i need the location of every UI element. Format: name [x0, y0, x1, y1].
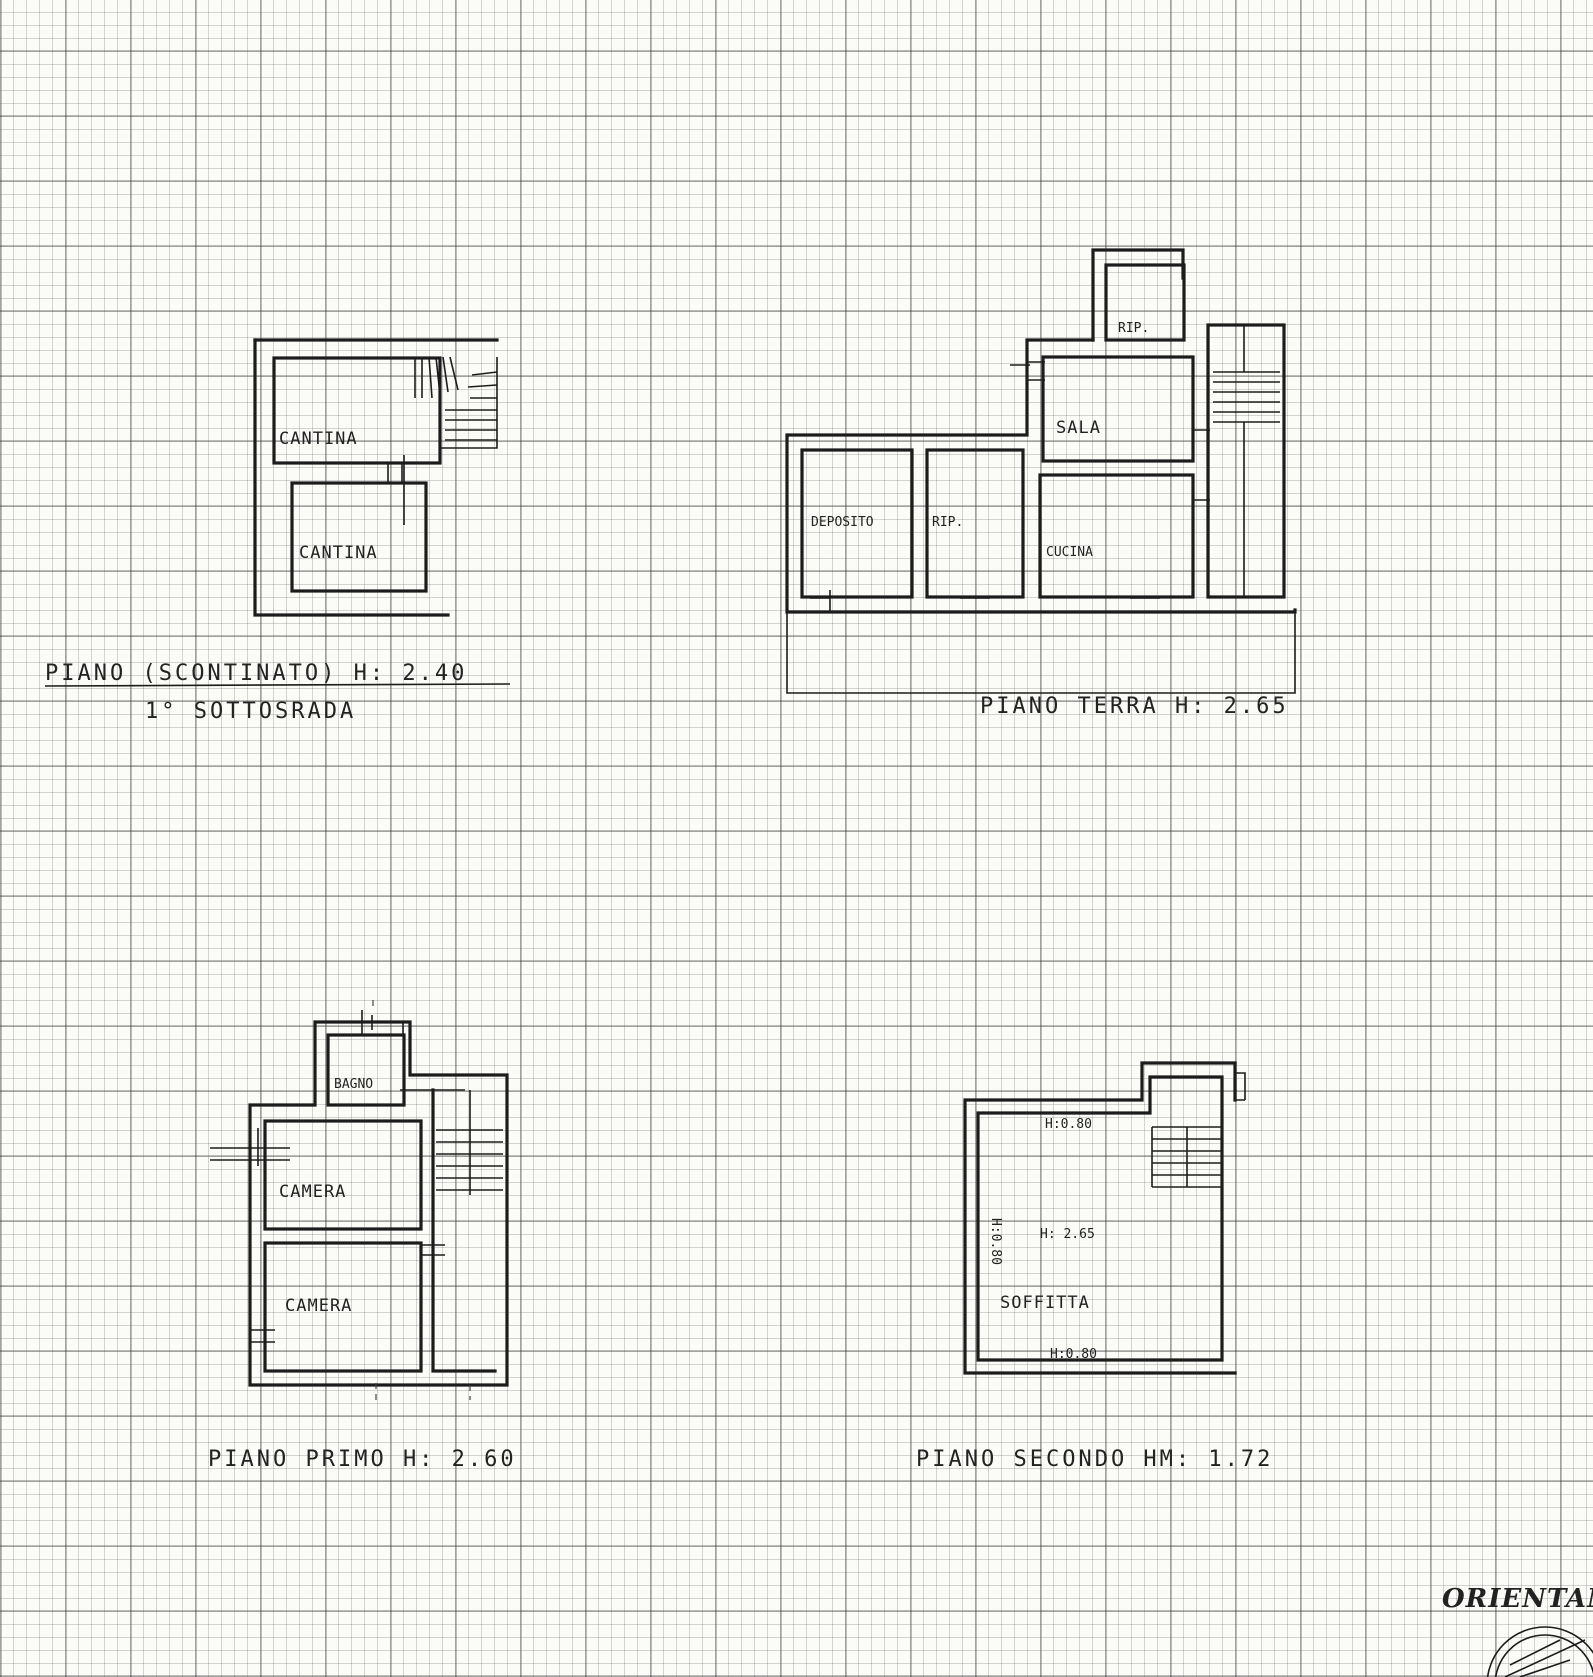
ground-stair-treads [1213, 325, 1280, 597]
ground-outer-wall [785, 338, 1297, 614]
first-camera-1-label: CAMERA [279, 1182, 346, 1202]
second-stair-treads [1151, 1126, 1222, 1188]
second-height-center: H: 2.65 [1040, 1227, 1095, 1242]
ground-door-marks [810, 361, 1210, 612]
basement-subtitle: 1° SOTTOSRADA [145, 699, 356, 724]
second-title: PIANO SECONDO HM: 1.72 [916, 1447, 1273, 1472]
ground-rip2-walls [925, 448, 1025, 599]
ground-cucina-label: CUCINA [1046, 545, 1093, 560]
ground-floor-plan: RIP. SALA DEPOSITO RIP. CUCINA PIANO TER… [785, 248, 1297, 719]
ground-rip2-label: RIP. [932, 515, 963, 530]
ground-rip-label: RIP. [1118, 321, 1149, 336]
ground-cucina-walls [1038, 473, 1195, 599]
basement-spiral-stair [414, 356, 498, 449]
ground-stair-walls [1206, 323, 1286, 599]
orientation-block: ORIENTAM [1442, 1584, 1593, 1677]
second-height-bottom: H:0.80 [1050, 1347, 1097, 1362]
second-height-side: H:0.80 [988, 1218, 1003, 1265]
basement-stair-treads [445, 371, 498, 441]
first-camera-2-walls [263, 1241, 423, 1373]
first-outer-wall [248, 1020, 509, 1387]
second-floor-plan: H:0.80 H: 2.65 H:0.80 SOFFITTA H:0.80 PI… [916, 1061, 1273, 1472]
second-height-top: H:0.80 [1045, 1117, 1092, 1132]
ground-rip-walls [1104, 263, 1186, 342]
basement-room-label: CANTINA [279, 429, 358, 449]
basement-outer-wall [253, 338, 450, 617]
compass-icon [1486, 1626, 1593, 1677]
first-bagno-label: BAGNO [334, 1077, 373, 1092]
first-title: PIANO PRIMO H: 2.60 [208, 1447, 517, 1472]
ground-sala-label: SALA [1056, 418, 1101, 438]
first-floor-plan: BAGNO CAMERA CAMERA PIANO PRIMO H: 2.60 [208, 1000, 517, 1472]
second-corner-detail [1235, 1072, 1246, 1101]
second-soffitta-label: SOFFITTA [1000, 1293, 1090, 1313]
ground-street-band [786, 612, 1296, 694]
basement-title-underline [44, 683, 511, 687]
cantina-2-walls [290, 481, 428, 593]
ground-deposito-label: DEPOSITO [811, 515, 874, 530]
second-outer-wall [963, 1061, 1237, 1375]
first-camera-2-label: CAMERA [285, 1296, 352, 1316]
first-bagno-walls [326, 1033, 406, 1107]
second-soffitta-walls [976, 1075, 1224, 1362]
first-camera-1-walls [263, 1119, 423, 1231]
ground-deposito-walls [800, 448, 914, 599]
orientation-label: ORIENTAM [1442, 1584, 1593, 1614]
basement-title: PIANO (SCONTINATO) H: 2.40 [45, 661, 467, 686]
first-door-marks [210, 1010, 490, 1372]
first-stair-wall [431, 1088, 497, 1373]
basement-room-label: CANTINA [299, 543, 378, 563]
basement-plan: CANTINA CANTINA PIANO (SCONTINATO) H: 2.… [44, 338, 511, 724]
ground-sala-walls [1041, 355, 1195, 463]
basement-door [387, 455, 405, 525]
first-dashed-marks [372, 1000, 471, 1400]
first-stair-treads [436, 1090, 503, 1195]
ground-title: PIANO TERRA H: 2.65 [980, 694, 1289, 719]
